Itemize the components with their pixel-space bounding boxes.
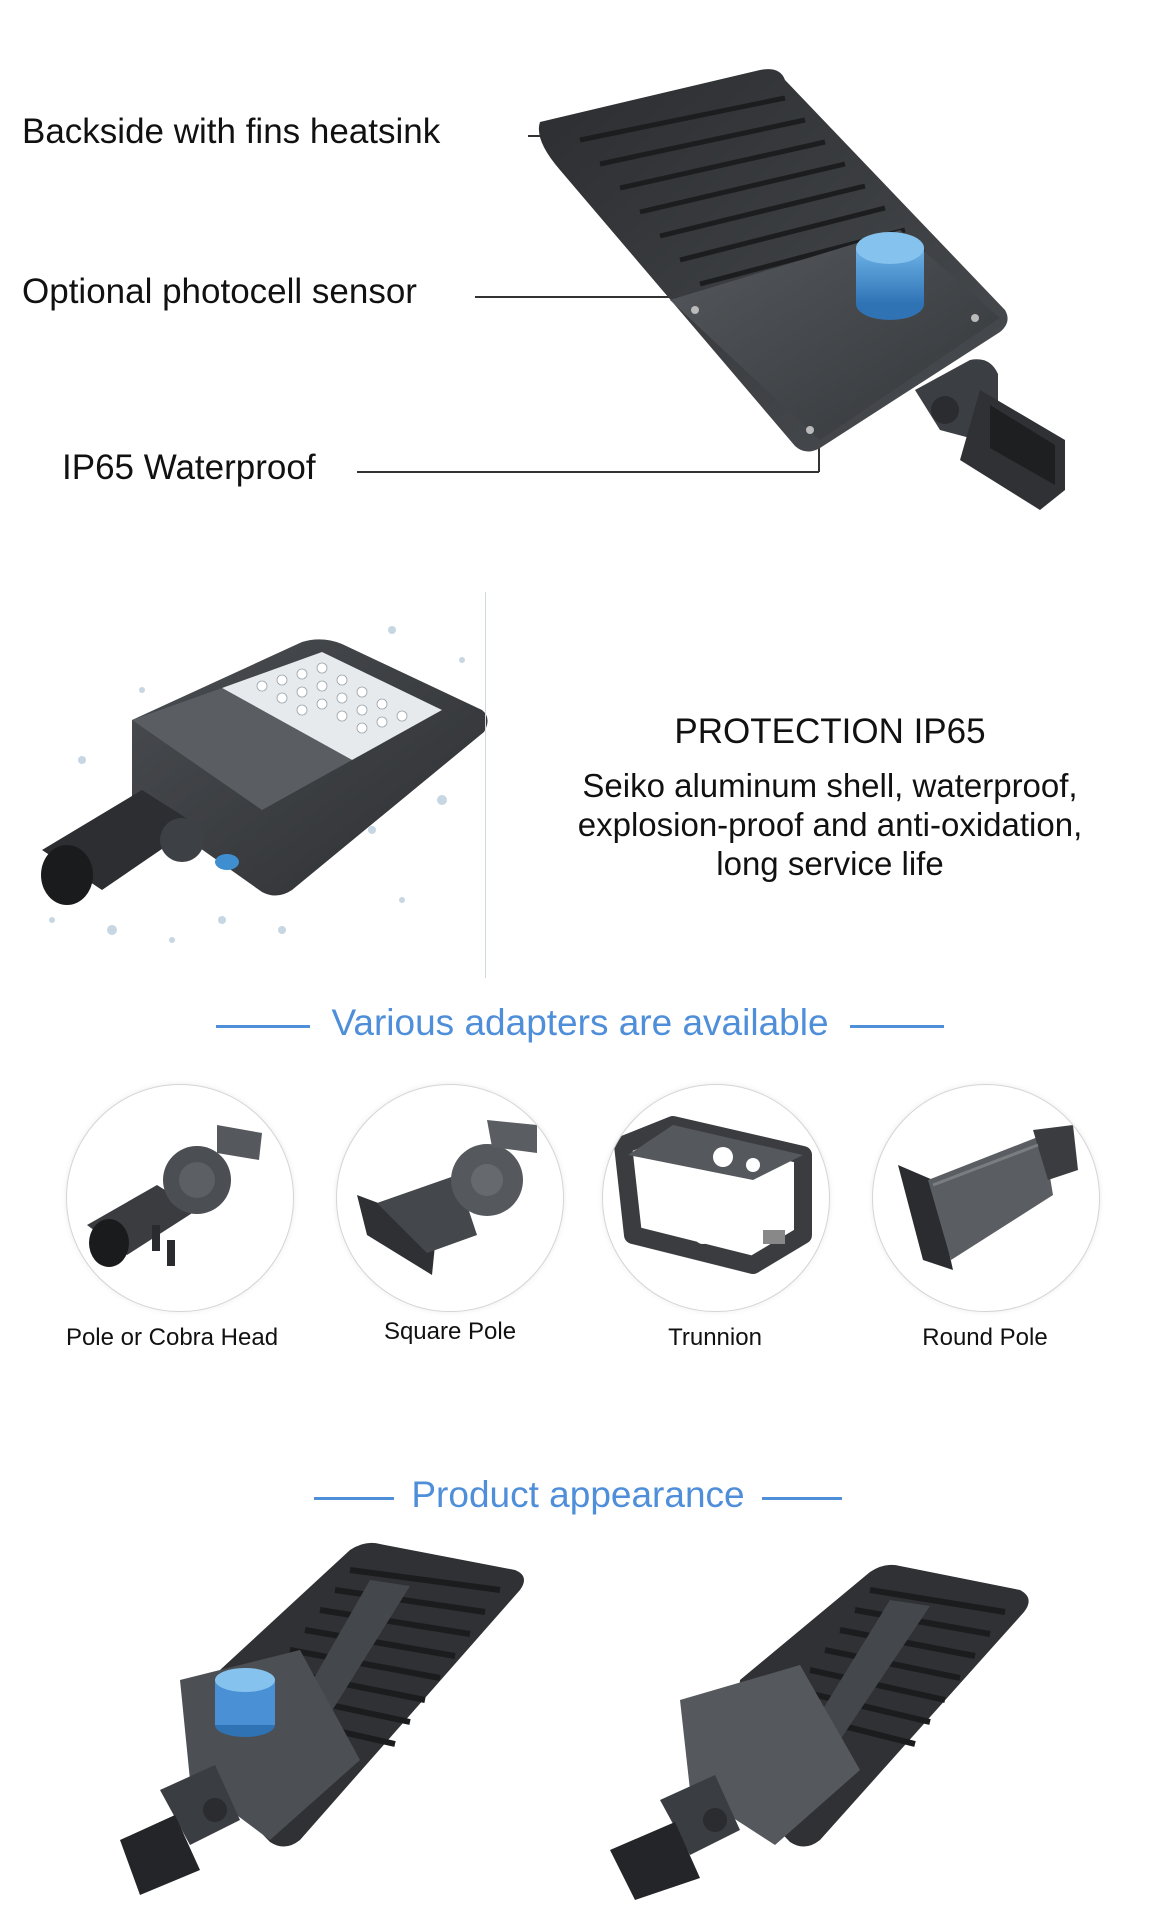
round-pole-adapter-icon [898, 1125, 1078, 1270]
cobra-head-adapter-icon [87, 1125, 262, 1267]
product-without-sensor-image [610, 1564, 1029, 1900]
adapter-card-round-pole [872, 1084, 1100, 1312]
adapter-card-cobra-head [66, 1084, 294, 1312]
protection-title: PROTECTION IP65 [674, 712, 986, 751]
adapter-card-trunnion [602, 1084, 830, 1312]
section-divider [485, 592, 486, 978]
leader-line-waterproof [357, 471, 819, 473]
appearance-rule-left [314, 1497, 394, 1500]
protection-desc-line-2: explosion-proof and anti-oxidation, [577, 806, 1083, 843]
protection-desc-line-1: Seiko aluminum shell, waterproof, [582, 767, 1078, 804]
adapter-label-trunnion: Trunnion [668, 1324, 762, 1351]
callout-photocell: Optional photocell sensor [22, 272, 417, 311]
adapter-label-round-pole: Round Pole [922, 1324, 1048, 1351]
product-with-sensor-image [120, 1542, 524, 1895]
callout-waterproof: IP65 Waterproof [62, 448, 316, 487]
heading-rule-right [850, 1025, 944, 1028]
street-light-waterproof-image [41, 626, 488, 943]
adapter-label-cobra-head: Pole or Cobra Head [65, 1324, 279, 1351]
protection-desc-line-3: long service life [716, 845, 944, 882]
heading-rule-left [216, 1025, 310, 1028]
street-light-backside-image [538, 69, 1065, 510]
protection-description: Seiko aluminum shell, waterproof, explos… [540, 766, 1120, 883]
appearance-rule-right [762, 1497, 842, 1500]
appearance-heading: Product appearance [411, 1474, 745, 1515]
adapter-card-square-pole [336, 1084, 564, 1312]
callout-heatsink: Backside with fins heatsink [22, 112, 441, 151]
square-pole-adapter-icon [357, 1120, 537, 1275]
trunnion-adapter-icon [614, 1116, 812, 1274]
adapter-label-square-pole: Square Pole [383, 1318, 517, 1345]
adapters-heading: Various adapters are available [331, 1002, 829, 1043]
